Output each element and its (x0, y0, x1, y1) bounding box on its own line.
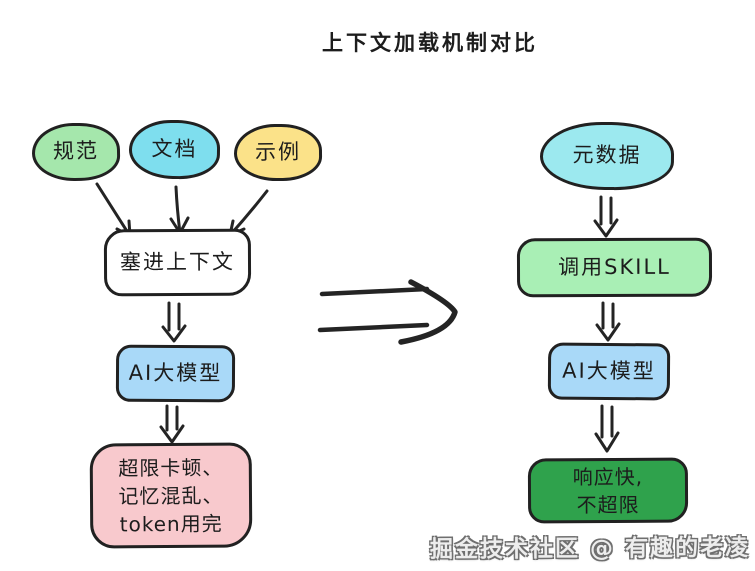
node-stuff-into-context: 塞进上下文 (103, 228, 252, 297)
node-shili-label: 示例 (254, 139, 302, 165)
node-wendang-label: 文档 (151, 136, 198, 162)
double-arrow-ai-to-result (594, 404, 620, 453)
node-metadata: 元数据 (539, 121, 675, 191)
diagram-title: 上下文加载机制对比 (322, 31, 538, 55)
double-arrow-meta-to-skill (593, 195, 619, 238)
arrow-guifan-to-context (95, 182, 132, 238)
node-ai-model-left-label: AI大模型 (128, 360, 223, 386)
watermark: 掘金技术社区 @ 有趣的老凌 (429, 535, 751, 563)
node-guifan-label: 规范 (52, 138, 100, 164)
node-result: 响应快, 不超限 (527, 457, 689, 524)
double-arrow-skill-to-ai (595, 301, 621, 342)
node-ai-model-right: AI大模型 (547, 342, 671, 401)
transform-arrow (317, 279, 458, 345)
node-metadata-label: 元数据 (572, 142, 642, 168)
node-result-label: 响应快, 不超限 (572, 464, 644, 517)
node-ai-model-right-label: AI大模型 (562, 358, 656, 384)
node-shili: 示例 (233, 123, 323, 182)
node-stuff-into-context-label: 塞进上下文 (119, 249, 236, 275)
double-arrow-context-to-ai (161, 301, 187, 343)
node-problems-label: 超限卡顿、 记忆混乱、 token用完 (118, 455, 224, 536)
node-call-skill-label: 调用SKILL (558, 254, 671, 279)
node-guifan: 规范 (31, 122, 121, 182)
node-ai-model-left: AI大模型 (115, 344, 236, 403)
arrow-wendang-to-context (169, 185, 190, 235)
double-arrow-ai-to-problem (159, 404, 185, 444)
node-problems: 超限卡顿、 记忆混乱、 token用完 (89, 442, 253, 549)
node-call-skill: 调用SKILL (516, 237, 713, 298)
node-wendang: 文档 (128, 119, 221, 180)
